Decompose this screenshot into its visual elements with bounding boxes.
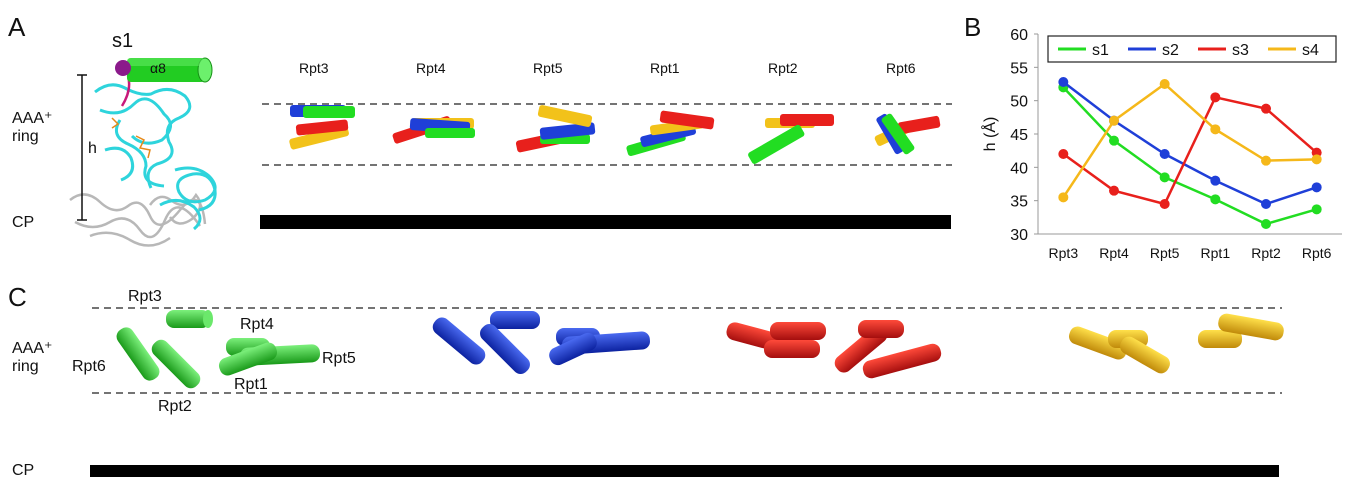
subunit-label-rpt2: Rpt2 <box>158 398 192 415</box>
data-point-s1 <box>1109 135 1119 146</box>
data-point-s1 <box>1311 204 1322 215</box>
alpha8-helix <box>127 57 213 83</box>
helix-label: α8 <box>150 60 166 76</box>
x-tick-label: Rpt5 <box>1150 245 1180 261</box>
s3-helix-group <box>726 320 942 379</box>
cp-ribbon <box>69 192 207 247</box>
col-label-rpt3: Rpt3 <box>299 60 329 76</box>
rpt5-helices <box>515 105 596 153</box>
s2-helix-group <box>432 311 650 374</box>
data-point-s3 <box>1159 199 1170 209</box>
data-point-s4 <box>1210 124 1221 135</box>
panel-b-letter: B <box>964 12 982 42</box>
y-tick-label: 40 <box>1010 160 1028 177</box>
ring-label-c-line2: ring <box>12 358 39 375</box>
col-label-rpt2: Rpt2 <box>768 60 798 76</box>
y-tick-label: 55 <box>1010 60 1028 77</box>
data-point-s1 <box>1159 172 1170 183</box>
data-point-s4 <box>1058 192 1069 203</box>
ring-label-a-line1: AAA⁺ <box>12 110 53 127</box>
y-tick-label: 60 <box>1010 27 1028 44</box>
cp-label-a: CP <box>12 214 35 231</box>
cp-bar-c <box>90 465 1279 477</box>
data-point-s2 <box>1311 182 1322 193</box>
subunit-label-rpt1: Rpt1 <box>234 376 268 393</box>
data-point-s4 <box>1311 154 1322 165</box>
col-label-rpt5: Rpt5 <box>533 60 563 76</box>
panel-a-letter: A <box>8 12 26 42</box>
rpt1-helices <box>626 110 715 157</box>
data-point-s3 <box>1210 92 1221 103</box>
s1-helix-group <box>116 310 321 389</box>
col-label-rpt4: Rpt4 <box>416 60 446 76</box>
data-point-s2 <box>1210 175 1221 186</box>
data-point-s2 <box>1261 199 1271 209</box>
subunit-label-rpt3: Rpt3 <box>128 288 162 305</box>
ring-label-a-line2: ring <box>12 128 39 145</box>
data-point-s3 <box>1058 149 1069 159</box>
data-point-s1 <box>1261 219 1271 229</box>
legend-label-s2: s2 <box>1162 42 1179 59</box>
subunit-structure-figure <box>69 57 217 247</box>
panel-c-letter: C <box>8 282 27 312</box>
ring-label-c-line1: AAA⁺ <box>12 340 53 357</box>
cp-label-c: CP <box>12 462 35 479</box>
marker-sphere <box>115 60 131 76</box>
data-point-s4 <box>1159 79 1170 89</box>
rpt6-helices <box>874 113 941 155</box>
data-point-s2 <box>1058 77 1069 87</box>
series-line-s2 <box>1062 81 1318 206</box>
rpt2-helices <box>748 114 834 164</box>
legend-label-s3: s3 <box>1232 42 1249 59</box>
col-label-rpt6: Rpt6 <box>886 60 916 76</box>
x-tick-label: Rpt6 <box>1302 245 1332 261</box>
x-tick-label: Rpt2 <box>1251 245 1281 261</box>
panel-a-helix-rows <box>260 103 952 229</box>
state-label: s1 <box>112 30 134 52</box>
y-tick-label: 45 <box>1010 127 1028 144</box>
s4-helix-group <box>1068 313 1284 374</box>
legend-label-s4: s4 <box>1302 42 1319 59</box>
y-tick-label: 35 <box>1010 194 1028 211</box>
data-point-s3 <box>1109 185 1119 196</box>
rpt4-helices <box>392 116 475 144</box>
data-point-s3 <box>1261 103 1271 114</box>
x-tick-label: Rpt4 <box>1099 245 1129 261</box>
subunit-label-rpt4: Rpt4 <box>240 316 274 333</box>
series-line-s3 <box>1062 95 1318 206</box>
ligand <box>111 117 151 159</box>
cp-bar-a <box>260 215 951 229</box>
legend-label-s1: s1 <box>1092 42 1109 59</box>
x-tick-label: Rpt1 <box>1201 245 1231 261</box>
data-point-s4 <box>1109 115 1119 126</box>
y-axis-label: h (Å) <box>980 117 999 152</box>
subunit-label-rpt5: Rpt5 <box>322 350 356 367</box>
data-point-s2 <box>1159 149 1170 159</box>
height-label: h <box>88 140 97 157</box>
subunit-label-rpt6: Rpt6 <box>72 358 106 375</box>
col-label-rpt1: Rpt1 <box>650 60 680 76</box>
height-bar <box>77 74 87 221</box>
data-point-s4 <box>1261 155 1271 166</box>
x-tick-label: Rpt3 <box>1049 245 1079 261</box>
series-line-s4 <box>1062 82 1317 199</box>
y-tick-label: 30 <box>1010 227 1028 244</box>
y-tick-label: 50 <box>1010 94 1028 111</box>
rpt3-helices <box>289 105 355 150</box>
data-point-s1 <box>1210 194 1221 205</box>
